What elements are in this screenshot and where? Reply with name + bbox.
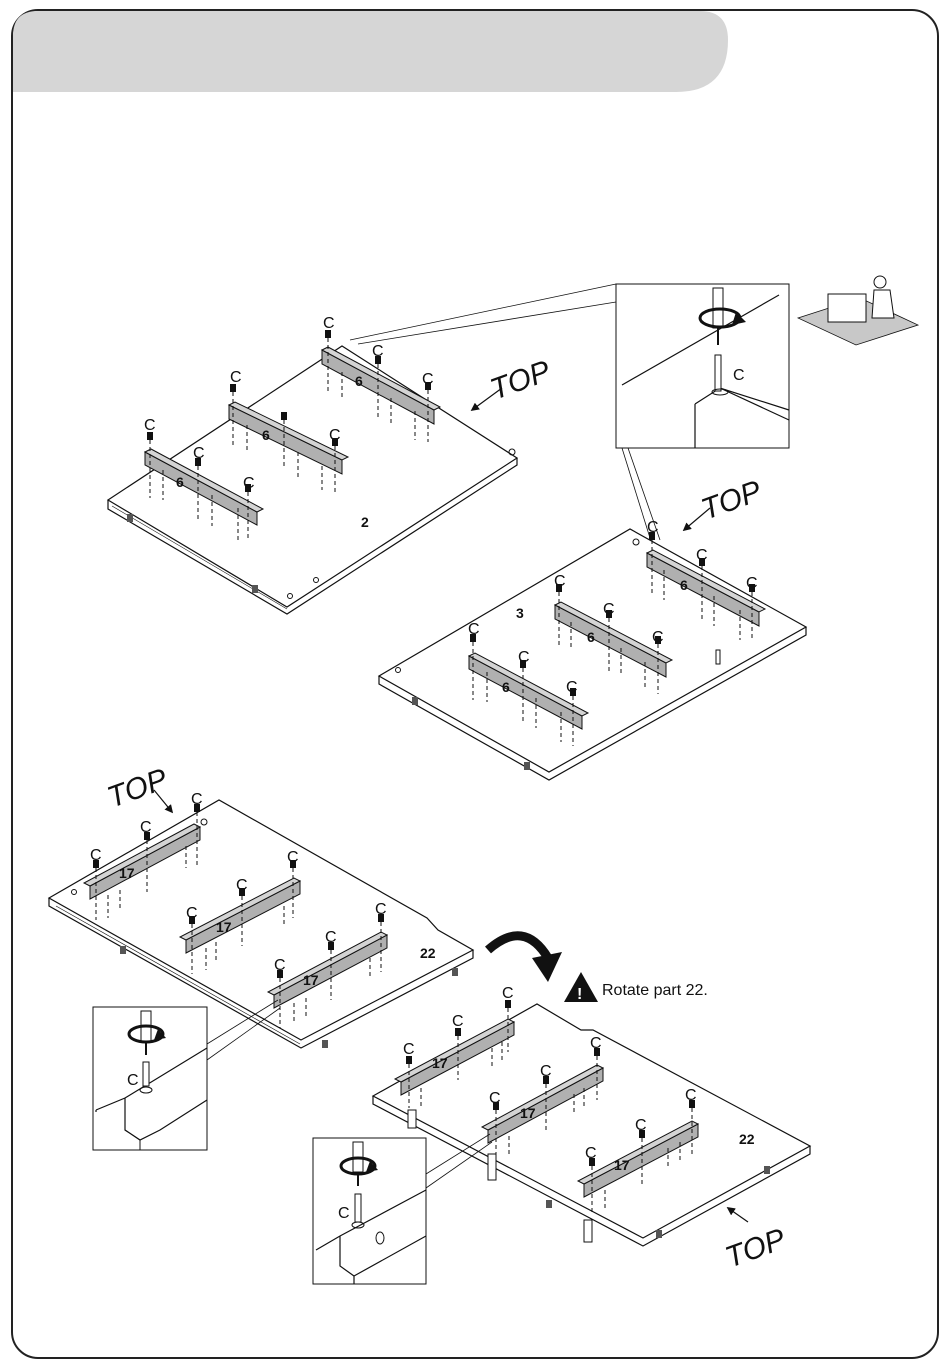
screw-label: C xyxy=(323,315,335,332)
detail-screw-left: C xyxy=(93,1007,207,1150)
screw-label: C xyxy=(243,475,255,492)
screw-label: C xyxy=(647,519,659,536)
screw-label: C xyxy=(554,573,566,590)
screw-label: C xyxy=(191,791,203,808)
screw-label: C xyxy=(193,445,205,462)
screw-label: C xyxy=(540,1063,552,1080)
detail-screw-top: C xyxy=(616,284,789,448)
screw-label: C xyxy=(452,1013,464,1030)
screw-label: C xyxy=(127,1072,139,1089)
part-label-6: 6 xyxy=(587,629,595,645)
screw-label: C xyxy=(90,847,102,864)
screw-label: C xyxy=(325,929,337,946)
screw-label: C xyxy=(518,649,530,666)
screw-label: C xyxy=(329,427,341,444)
screw-label: C xyxy=(635,1117,647,1134)
part-label-6: 6 xyxy=(355,373,363,389)
screw-label: C xyxy=(585,1145,597,1162)
screw-label: C xyxy=(236,877,248,894)
part-label-6: 6 xyxy=(502,679,510,695)
header-band xyxy=(13,11,728,92)
part-label-17: 17 xyxy=(119,865,135,881)
svg-text:!: ! xyxy=(577,986,582,1003)
screw-label: C xyxy=(566,679,578,696)
screw-label: C xyxy=(685,1087,697,1104)
part-label-17: 17 xyxy=(303,972,319,988)
screw-label: C xyxy=(733,367,745,384)
screw-label: C xyxy=(274,957,286,974)
screw-label: C xyxy=(652,629,664,646)
part-label-17: 17 xyxy=(432,1055,448,1071)
panel-label-2: 2 xyxy=(361,514,369,530)
part-label-17: 17 xyxy=(614,1157,630,1173)
screw-label: C xyxy=(489,1090,501,1107)
part-label-6: 6 xyxy=(176,474,184,490)
screw-label: C xyxy=(696,547,708,564)
screw-label: C xyxy=(603,601,615,618)
rotate-warning-text: Rotate part 22. xyxy=(602,982,708,999)
detail-screw-bottom: C xyxy=(313,1138,426,1284)
part-label-17: 17 xyxy=(216,919,232,935)
screw-label: C xyxy=(590,1035,602,1052)
screw-label: C xyxy=(186,905,198,922)
panel-label-3: 3 xyxy=(516,605,524,621)
screw-label: C xyxy=(140,819,152,836)
screw-label: C xyxy=(287,849,299,866)
screw-label: C xyxy=(144,417,156,434)
screw-label: C xyxy=(230,369,242,386)
panel-label-22: 22 xyxy=(420,945,436,961)
part-label-6: 6 xyxy=(680,577,688,593)
screw-label: C xyxy=(403,1041,415,1058)
screw-label: C xyxy=(338,1205,350,1222)
panel-label-22: 22 xyxy=(739,1131,755,1147)
screw-label: C xyxy=(502,985,514,1002)
part-label-6: 6 xyxy=(262,427,270,443)
screw-label: C xyxy=(468,621,480,638)
screw-label: C xyxy=(375,901,387,918)
screw-label: C xyxy=(422,371,434,388)
screw-label: C xyxy=(746,575,758,592)
part-label-17: 17 xyxy=(520,1105,536,1121)
screw-label: C xyxy=(372,343,384,360)
